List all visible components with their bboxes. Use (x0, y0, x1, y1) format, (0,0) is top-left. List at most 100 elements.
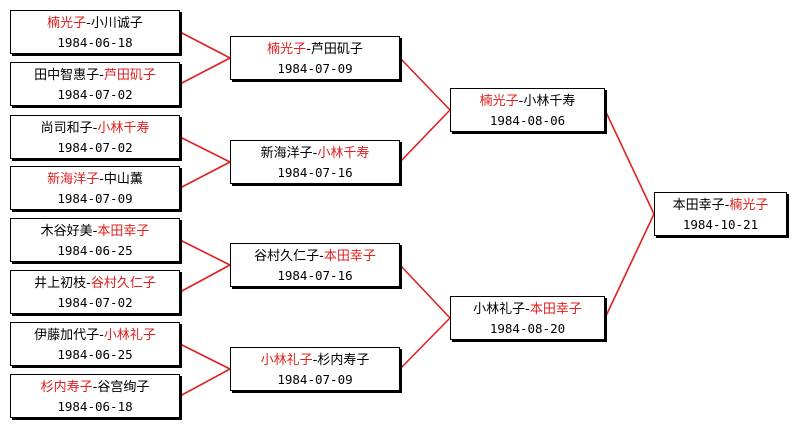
match-players: 楠光子-小林千寿 (451, 92, 604, 111)
match-players: 谷村久仁子-本田幸子 (231, 247, 399, 266)
player-2: 小林礼子 (103, 328, 156, 343)
versus-dash: - (92, 224, 98, 239)
match-date: 1984-07-02 (57, 87, 133, 102)
player-1: 小林礼子 (260, 353, 313, 368)
versus-dash: - (86, 276, 91, 291)
player-2: 杉内寿子 (317, 353, 370, 368)
match-players: 杉内寿子-谷宫绚子 (11, 378, 179, 397)
player-2: 小林千寿 (317, 146, 370, 161)
bracket-connector (179, 239, 231, 266)
bracket-connector (179, 57, 231, 85)
match-box: 新海洋子-中山薫 1984-07-09 (10, 166, 180, 210)
player-2: 芦田矶子 (103, 68, 156, 83)
player-2: 本田幸子 (97, 224, 150, 239)
match-players: 井上初枝-谷村久仁子 (11, 274, 179, 293)
match-date: 1984-07-16 (277, 268, 353, 283)
versus-dash: - (306, 42, 311, 57)
match-box: 楠光子-小川诚子 1984-06-18 (10, 10, 180, 54)
match-box: 楠光子-小林千寿 1984-08-06 (450, 88, 605, 132)
player-2: 楠光子 (729, 198, 769, 213)
final-match-box: 本田幸子-楠光子 1984-10-21 (654, 192, 787, 236)
match-date: 1984-06-18 (57, 35, 133, 50)
player-2: 小川诚子 (90, 16, 143, 31)
player-2: 小林千寿 (523, 94, 576, 109)
match-date: 1984-07-09 (57, 191, 133, 206)
player-2: 本田幸子 (323, 249, 376, 264)
bracket-connector (399, 57, 451, 111)
match-box: 尚司和子-小林千寿 1984-07-02 (10, 115, 180, 159)
bracket-connector (179, 343, 231, 370)
match-date: 1984-07-02 (57, 295, 133, 310)
player-1: 楠光子 (267, 42, 307, 57)
versus-dash: - (86, 16, 91, 31)
versus-dash: - (312, 353, 318, 368)
player-1: 小林礼子 (473, 302, 526, 317)
player-2: 本田幸子 (529, 302, 582, 317)
match-date: 1984-10-21 (682, 217, 759, 232)
match-players: 伊藤加代子-小林礼子 (11, 326, 179, 345)
match-date: 1984-07-16 (277, 165, 353, 180)
versus-dash: - (99, 172, 104, 187)
player-1: 尚司和子 (40, 121, 93, 136)
versus-dash: - (319, 249, 324, 264)
bracket-connector (399, 109, 451, 163)
bracket-connector (399, 317, 451, 370)
bracket-connector (179, 31, 231, 59)
bracket-connector (179, 368, 231, 397)
versus-dash: - (312, 146, 318, 161)
match-box: 小林礼子-杉内寿子 1984-07-09 (230, 347, 400, 391)
bracket-connector (604, 213, 655, 319)
player-1: 楠光子 (479, 94, 519, 109)
match-box: 新海洋子-小林千寿 1984-07-16 (230, 140, 400, 184)
match-players: 新海洋子-中山薫 (11, 170, 179, 189)
match-date: 1984-06-18 (57, 399, 133, 414)
player-1: 杉内寿子 (40, 380, 93, 395)
player-1: 井上初枝 (34, 276, 87, 291)
match-date: 1984-08-06 (489, 113, 566, 128)
match-box: 谷村久仁子-本田幸子 1984-07-16 (230, 243, 400, 287)
match-players: 新海洋子-小林千寿 (231, 144, 399, 163)
player-2: 芦田矶子 (310, 42, 363, 57)
match-players: 楠光子-小川诚子 (11, 14, 179, 33)
bracket-connector (399, 264, 451, 319)
player-1: 田中智惠子 (34, 68, 100, 83)
match-box: 楠光子-芦田矶子 1984-07-09 (230, 36, 400, 80)
player-1: 谷村久仁子 (254, 249, 320, 264)
versus-dash: - (99, 328, 104, 343)
match-players: 小林礼子-本田幸子 (451, 300, 604, 319)
bracket-connector (604, 109, 655, 215)
match-players: 本田幸子-楠光子 (655, 196, 786, 215)
player-2: 谷村久仁子 (90, 276, 156, 291)
player-1: 楠光子 (47, 16, 87, 31)
match-players: 木谷好美-本田幸子 (11, 222, 179, 241)
match-players: 楠光子-芦田矶子 (231, 40, 399, 59)
versus-dash: - (92, 121, 98, 136)
match-box: 伊藤加代子-小林礼子 1984-06-25 (10, 322, 180, 366)
match-date: 1984-06-25 (57, 347, 133, 362)
match-players: 尚司和子-小林千寿 (11, 119, 179, 138)
match-players: 田中智惠子-芦田矶子 (11, 66, 179, 85)
versus-dash: - (518, 94, 524, 109)
versus-dash: - (724, 198, 730, 213)
player-1: 本田幸子 (672, 198, 725, 213)
match-date: 1984-07-09 (277, 372, 353, 387)
match-date: 1984-07-09 (277, 61, 353, 76)
player-1: 伊藤加代子 (34, 328, 100, 343)
player-1: 木谷好美 (40, 224, 93, 239)
versus-dash: - (92, 380, 98, 395)
bracket-connector (179, 136, 231, 163)
player-2: 中山薫 (103, 172, 143, 187)
bracket-connector (179, 161, 231, 189)
match-box: 井上初枝-谷村久仁子 1984-07-02 (10, 270, 180, 314)
match-box: 小林礼子-本田幸子 1984-08-20 (450, 296, 605, 340)
versus-dash: - (99, 68, 104, 83)
match-players: 小林礼子-杉内寿子 (231, 351, 399, 370)
player-1: 新海洋子 (260, 146, 313, 161)
match-box: 田中智惠子-芦田矶子 1984-07-02 (10, 62, 180, 106)
match-date: 1984-07-02 (57, 140, 133, 155)
match-date: 1984-08-20 (489, 321, 566, 336)
player-2: 谷宫绚子 (97, 380, 150, 395)
